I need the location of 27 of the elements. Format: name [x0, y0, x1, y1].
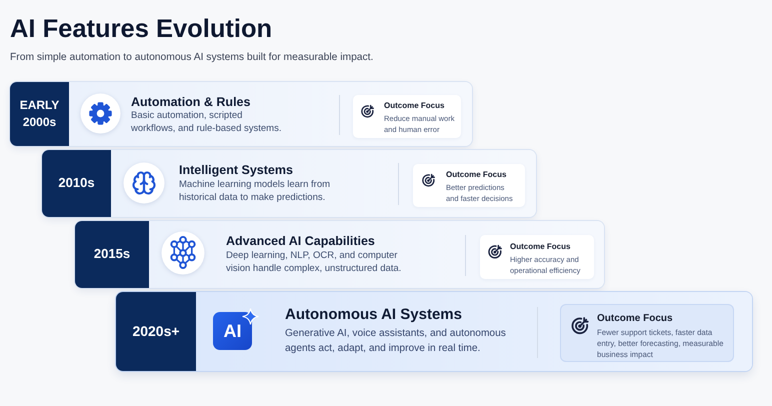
outcome-heading: Outcome Focus	[597, 312, 674, 326]
stage-heading: Automation & Rules	[131, 95, 252, 110]
outcome-panel	[413, 164, 525, 207]
stage-card	[75, 221, 604, 288]
era-tab: 2010s	[42, 150, 111, 217]
stage-description: Generative AI, voice assistants, and autonomous agents act, adapt, and improve in real time.	[285, 327, 507, 356]
stage-card	[42, 150, 536, 217]
outcome-panel	[480, 235, 594, 279]
stage-description: Machine learning models learn from historical data to make predictions.	[179, 179, 332, 204]
stage-card	[116, 292, 752, 371]
outcome-heading: Outcome Focus	[510, 241, 572, 253]
stage-description: Deep learning, NLP, OCR, and computer vision handle complex, unstructured data.	[226, 250, 402, 275]
stage-heading: Autonomous AI Systems	[285, 306, 463, 324]
stage-description: Basic automation, scripted workflows, and rule-based systems.	[131, 110, 282, 135]
outcome-heading: Outcome Focus	[446, 169, 508, 181]
ai-tile: AI	[213, 312, 252, 350]
outcome-heading: Outcome Focus	[384, 100, 446, 112]
title: AI Features Evolution	[10, 14, 272, 45]
era-tab: 2020s+	[116, 292, 196, 371]
stage-heading: Intelligent Systems	[179, 163, 294, 178]
outcome-panel	[561, 305, 733, 361]
era-tab: 2015s	[75, 221, 149, 288]
era-tab: EARLY 2000s	[10, 82, 69, 146]
outcome-panel	[353, 95, 461, 138]
subtitle: From simple automation to autonomous AI systems built for measurable impact.	[10, 52, 374, 63]
stage-card	[10, 82, 472, 146]
stage-heading: Advanced AI Capabilities	[226, 234, 376, 249]
